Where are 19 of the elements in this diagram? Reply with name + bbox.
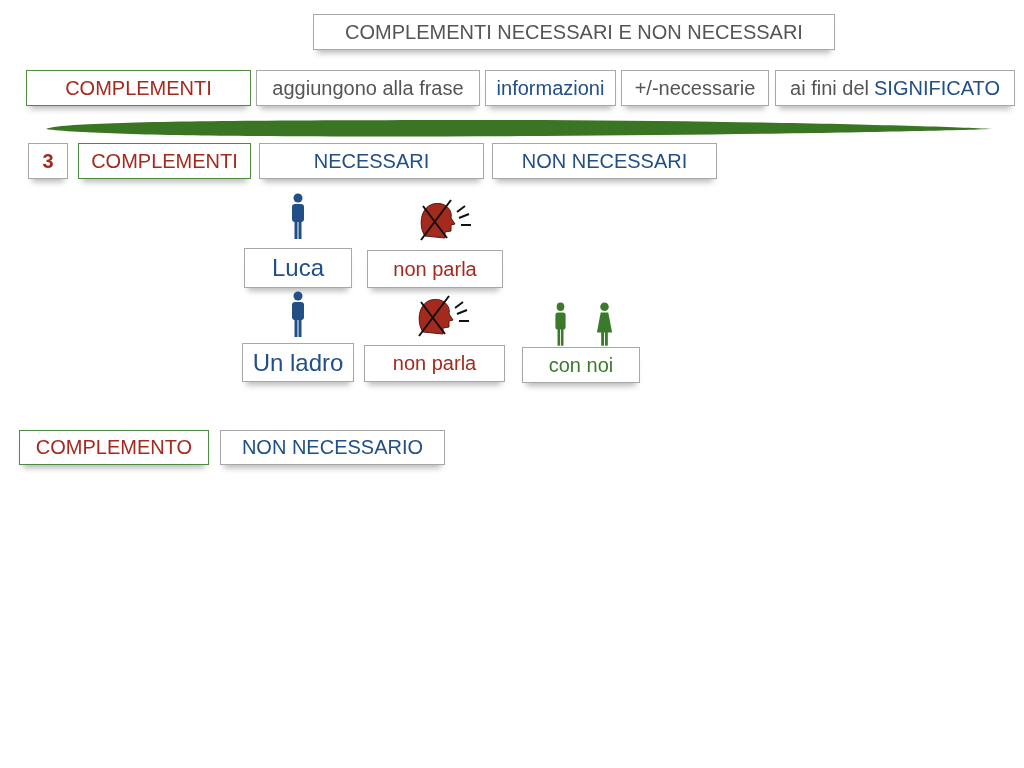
text-box: COMPLEMENTO <box>19 430 209 465</box>
text-box: NON NECESSARI <box>492 143 717 179</box>
text-box: 3 <box>28 143 68 179</box>
text-box: +/-necessarie <box>621 70 769 106</box>
text-box <box>775 70 1015 106</box>
text-box: aggiungono alla frase <box>256 70 480 106</box>
text-box: con noi <box>522 347 640 383</box>
text-box: Luca <box>244 248 352 288</box>
keyword-text: SIGNIFICATO <box>874 76 1000 100</box>
text-box: Un ladro <box>242 343 354 382</box>
phrase-text: ai fini del <box>790 76 869 100</box>
title-box: COMPLEMENTI NECESSARI E NON NECESSARI <box>313 14 835 50</box>
text-box: informazioni <box>485 70 616 106</box>
text-box: non parla <box>367 250 503 288</box>
text-box: non parla <box>364 345 505 382</box>
text-box: COMPLEMENTI <box>26 70 251 106</box>
text-box: NECESSARI <box>259 143 484 179</box>
text-box: COMPLEMENTI <box>78 143 251 179</box>
text-box: NON NECESSARIO <box>220 430 445 465</box>
